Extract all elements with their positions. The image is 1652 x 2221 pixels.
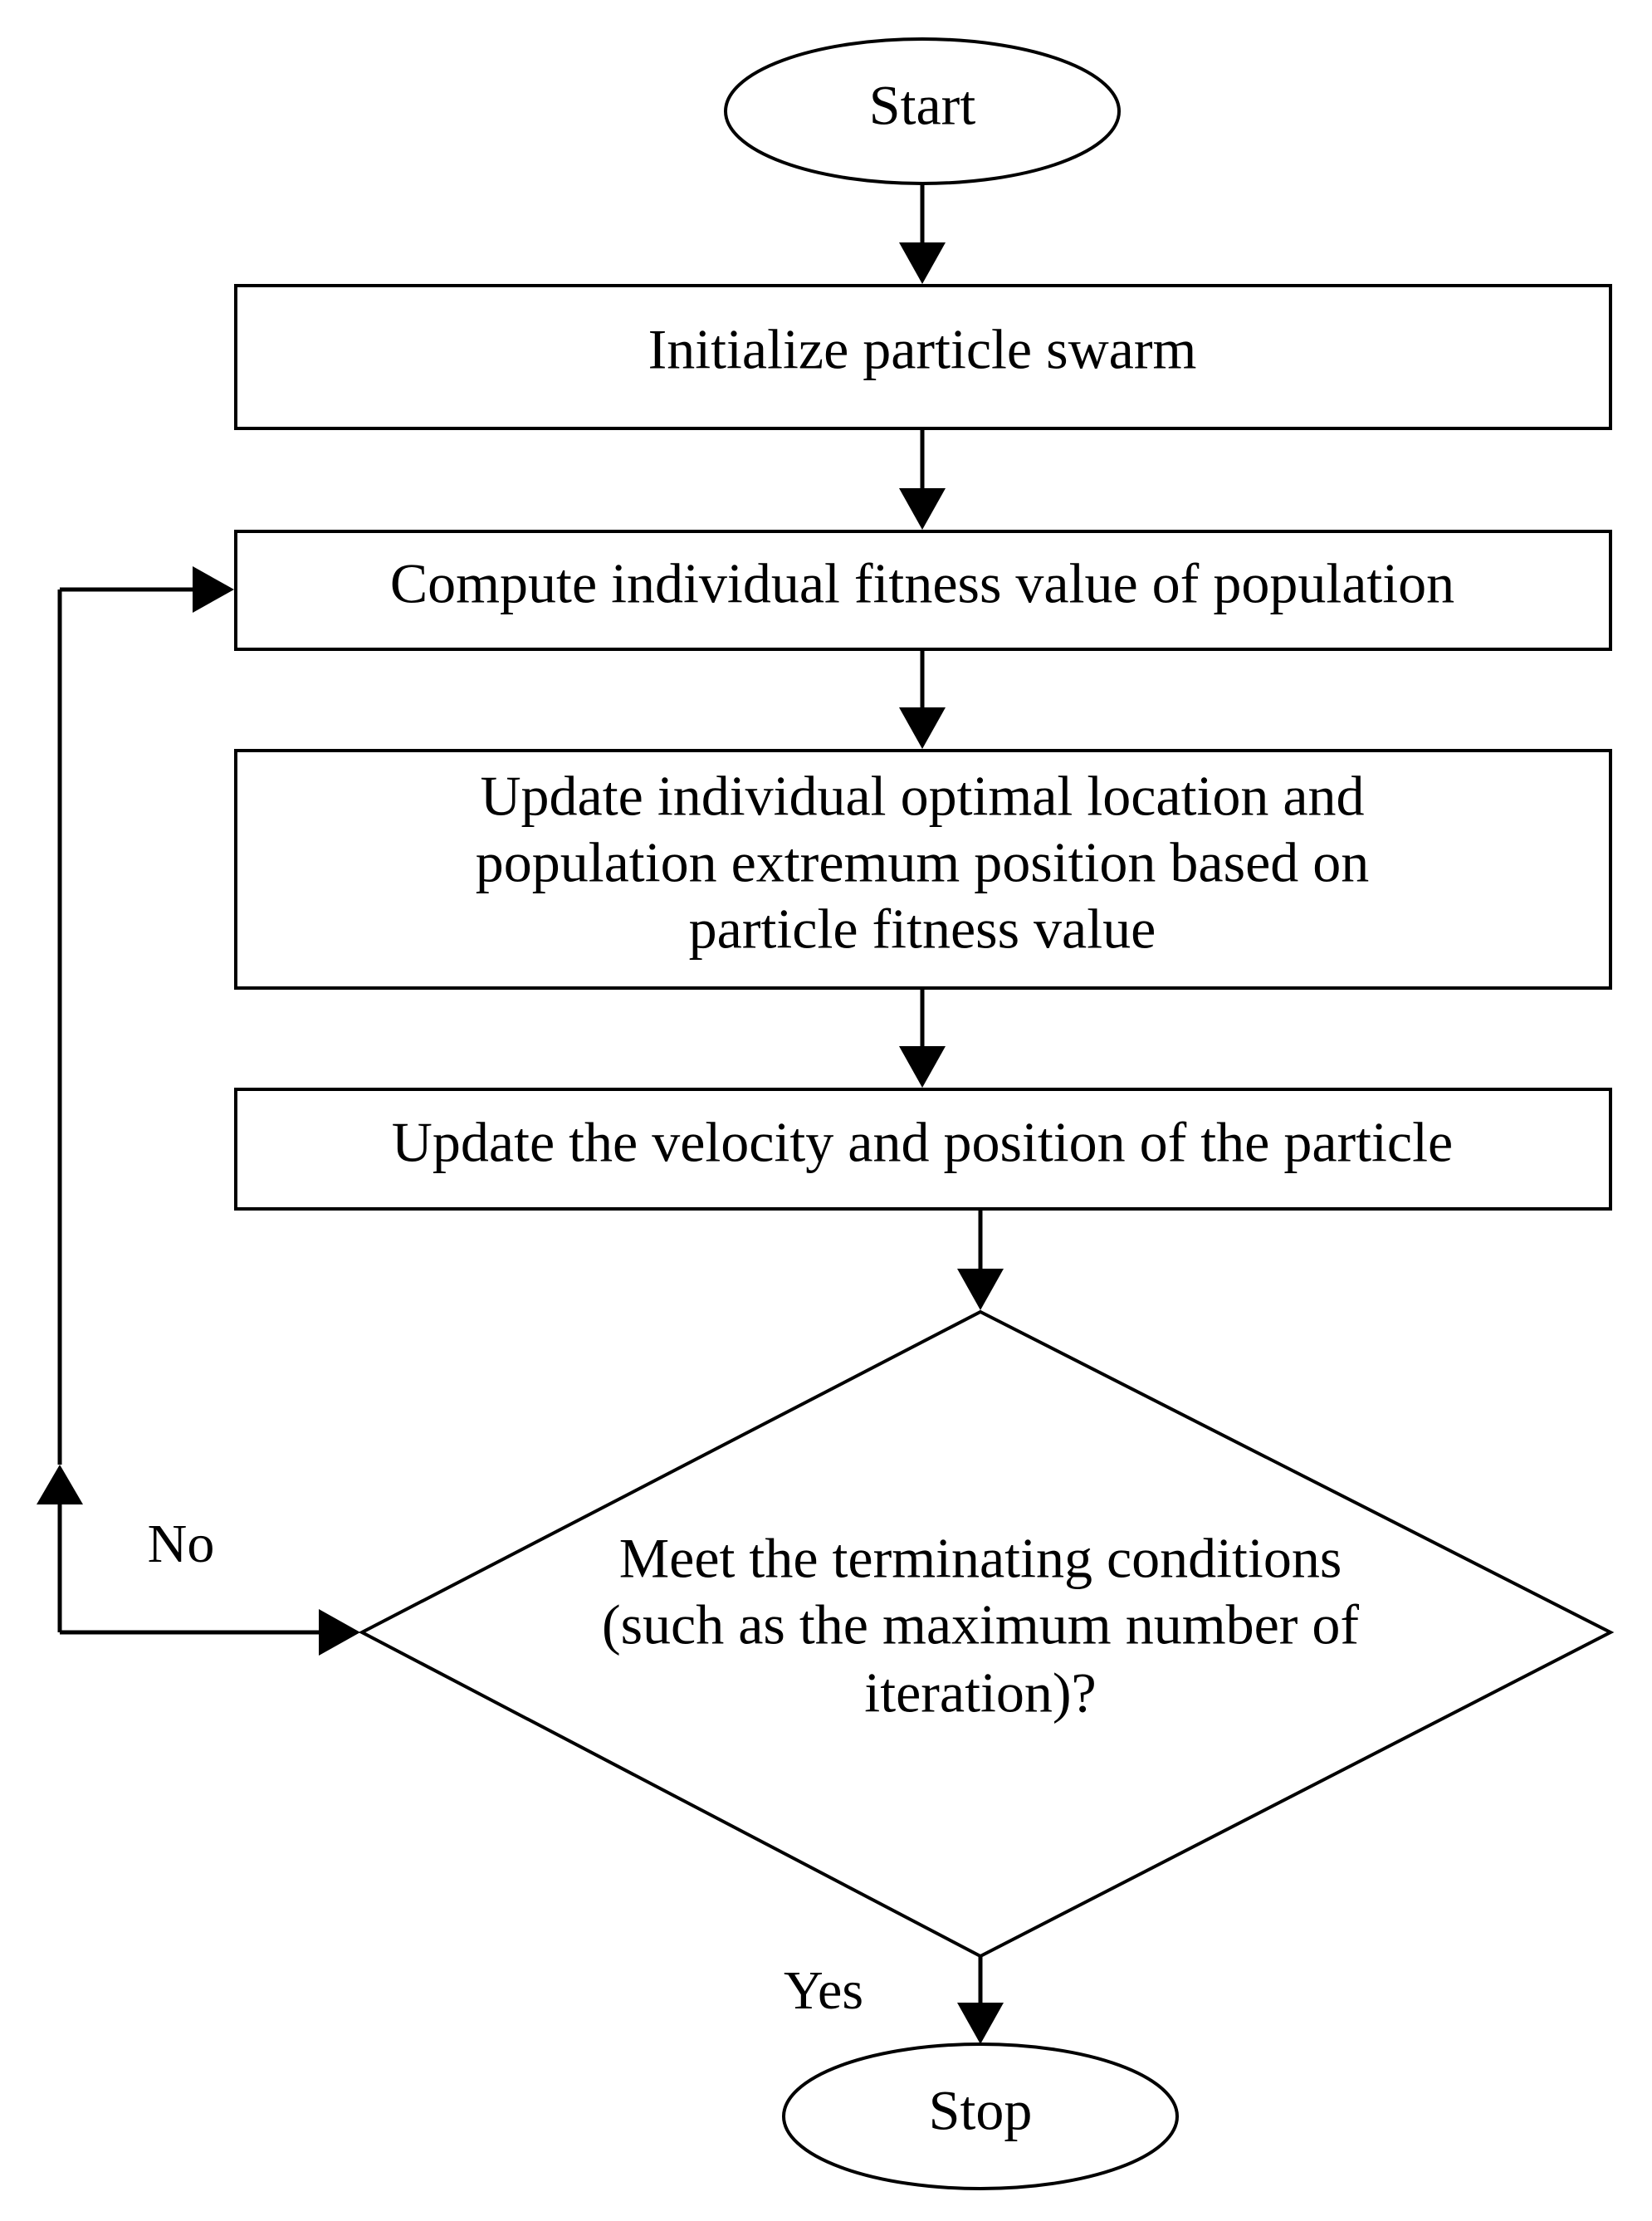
fitness-node: Compute individual fitness value of popu… [234, 530, 1612, 651]
init-node: Initialize particle swarm [234, 284, 1612, 430]
update-velocity-box [234, 1088, 1612, 1211]
decision-label-line-3: iteration)? [864, 1661, 1096, 1724]
arrow-init-to-fitness [899, 428, 946, 530]
fitness-label: Compute individual fitness value of popu… [390, 552, 1454, 615]
decision-label-line-1: Meet the terminating conditions [619, 1527, 1342, 1590]
update-optimal-node: Update individual optimal location and p… [234, 749, 1612, 990]
start-node: Start [724, 37, 1121, 185]
update-optimal-label-line-1: Update individual optimal location and [480, 765, 1364, 828]
arrow-update-velocity-to-decision [957, 1209, 1004, 1310]
init-box [234, 284, 1612, 430]
update-optimal-box [234, 749, 1612, 990]
loop-back-no-connector [37, 566, 360, 1656]
arrow-decision-to-stop [957, 1956, 1004, 2044]
yes-label: Yes [784, 1960, 863, 2021]
update-optimal-label-line-3: particle fitness value [689, 898, 1156, 961]
stop-label: Stop [929, 2079, 1033, 2142]
arrow-update-optimal-to-update-velocity [899, 988, 946, 1088]
update-velocity-node: Update the velocity and position of the … [234, 1088, 1612, 1211]
update-optimal-label-line-2: population extremum position based on [476, 831, 1370, 894]
stop-ellipse [782, 2042, 1179, 2190]
no-label: No [148, 1514, 215, 1574]
decision-node: Meet the terminating conditions (such as… [358, 1309, 1615, 1959]
decision-label-line-2: (such as the maximum number of [602, 1593, 1359, 1656]
update-velocity-label: Update the velocity and position of the … [392, 1111, 1453, 1174]
start-label: Start [869, 74, 976, 137]
arrow-fitness-to-update-optimal [899, 649, 946, 749]
init-label: Initialize particle swarm [648, 318, 1197, 381]
arrow-start-to-init [899, 183, 946, 284]
stop-node: Stop [782, 2042, 1179, 2190]
